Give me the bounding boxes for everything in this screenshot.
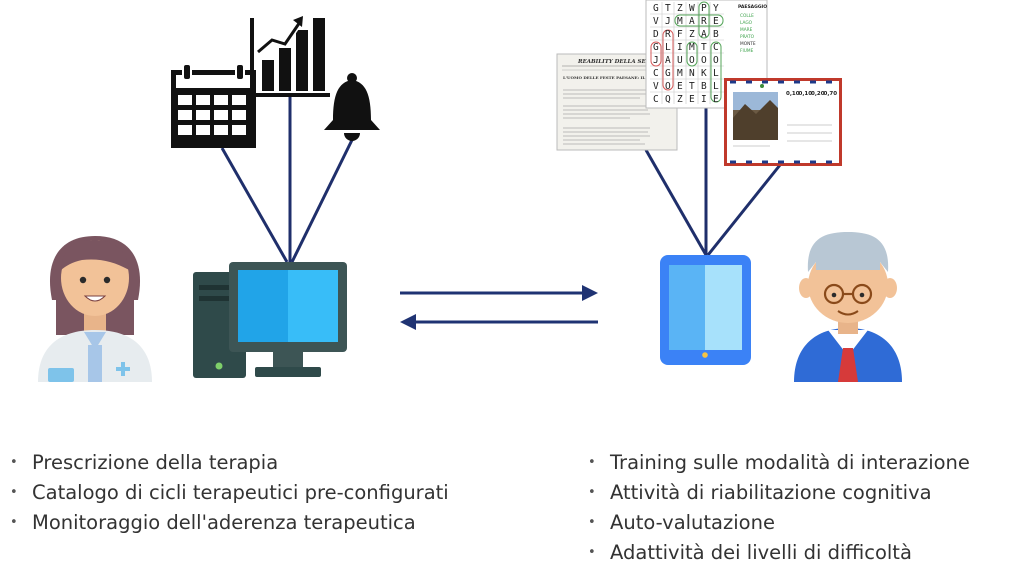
grid-letter: L (713, 81, 719, 92)
grid-letter: E (713, 94, 719, 105)
grid-letter: R (701, 16, 707, 27)
grid-letter: Z (677, 3, 683, 14)
grid-letter: L (713, 68, 719, 79)
grid-letter: U (677, 55, 683, 66)
list-item: Catalogo di cicli terapeutici pre-config… (0, 478, 449, 508)
grid-letter: A (665, 55, 671, 66)
grid-letter: Z (677, 94, 683, 105)
word-list-item: COLLE (740, 13, 754, 19)
grid-letter: M (677, 68, 683, 79)
list-item: Prescrizione della terapia (0, 448, 449, 478)
bar-chart-icon (250, 16, 330, 97)
grid-letter: A (701, 29, 707, 40)
postcard-stamp-value: 0,70 (824, 91, 838, 97)
word-list-item: MONTE (740, 41, 756, 47)
grid-letter: M (689, 42, 695, 53)
postcard-thumbnail: 0,100,100,200,70 (724, 78, 842, 166)
grid-letter: E (689, 94, 695, 105)
grid-letter: I (701, 94, 707, 105)
calendar-icon (171, 63, 256, 148)
grid-letter: F (677, 29, 683, 40)
postcard-stamps: 0,100,100,200,70 (786, 91, 837, 97)
therapist-connectors (220, 97, 354, 263)
grid-letter: J (653, 55, 659, 66)
grid-letter: T (701, 42, 707, 53)
grid-letter: O (713, 55, 719, 66)
grid-letter: V (653, 81, 659, 92)
grid-letter: T (689, 81, 695, 92)
elderly-patient-avatar (794, 232, 902, 382)
grid-letter: Q (665, 94, 671, 105)
grid-letter: C (653, 94, 659, 105)
grid-letter: Y (713, 3, 719, 14)
grid-letter: Z (689, 29, 695, 40)
grid-letter: B (701, 81, 707, 92)
grid-letter: V (653, 16, 659, 27)
grid-letter: I (677, 42, 683, 53)
grid-letter: C (653, 68, 659, 79)
grid-letter: T (665, 3, 671, 14)
word-list-item: PRATO (740, 34, 755, 40)
grid-letter: E (677, 81, 683, 92)
grid-letter: W (689, 3, 695, 14)
data-exchange-arrows (400, 285, 598, 330)
desktop-computer-icon (193, 262, 347, 378)
grid-letter: N (689, 68, 695, 79)
grid-letter: R (665, 29, 671, 40)
grid-letter: B (713, 29, 719, 40)
grid-letter: D (653, 29, 659, 40)
grid-letter: O (689, 55, 695, 66)
grid-letter: G (665, 68, 671, 79)
tablet-icon (660, 255, 751, 365)
list-item: Auto-valutazione (578, 508, 970, 538)
grid-letter: M (677, 16, 683, 27)
therapist-feature-list: Prescrizione della terapia Catalogo di c… (0, 448, 449, 538)
grid-letter: E (713, 16, 719, 27)
word-list-item: LAGO (740, 20, 753, 26)
grid-letter: K (701, 68, 707, 79)
list-item: Attività di riabilitazione cognitiva (578, 478, 970, 508)
patient-connectors (644, 108, 782, 256)
grid-letter: G (653, 3, 659, 14)
postcard-stamp-value: 0,10 (786, 91, 800, 97)
grid-letter: P (701, 3, 707, 14)
word-list-title: PAESAGGIO (738, 4, 767, 10)
newspaper-headline: L'UOMO DELLE FESTE PAESANE: IL VENDITORE… (563, 75, 707, 80)
postcard-stamp-value: 0,20 (811, 91, 825, 97)
grid-letter: O (701, 55, 707, 66)
grid-letter: C (713, 42, 719, 53)
doctor-avatar (38, 236, 152, 382)
list-item: Adattività dei livelli di difficoltà (578, 538, 970, 568)
postcard-stamp-value: 0,10 (799, 91, 813, 97)
word-list-item: FIUME (740, 48, 754, 54)
patient-feature-list: Training sulle modalità di interazione A… (578, 448, 970, 568)
grid-letter: A (689, 16, 695, 27)
list-item: Training sulle modalità di interazione (578, 448, 970, 478)
word-list-item: MARE (740, 27, 753, 33)
grid-letter: O (665, 81, 671, 92)
bell-icon (324, 73, 380, 141)
grid-letter: G (653, 42, 659, 53)
newspaper-title: REABILITY DELLA SE (577, 59, 646, 65)
grid-letter: J (665, 16, 671, 27)
grid-letter: L (665, 42, 671, 53)
list-item: Monitoraggio dell'aderenza terapeutica (0, 508, 449, 538)
